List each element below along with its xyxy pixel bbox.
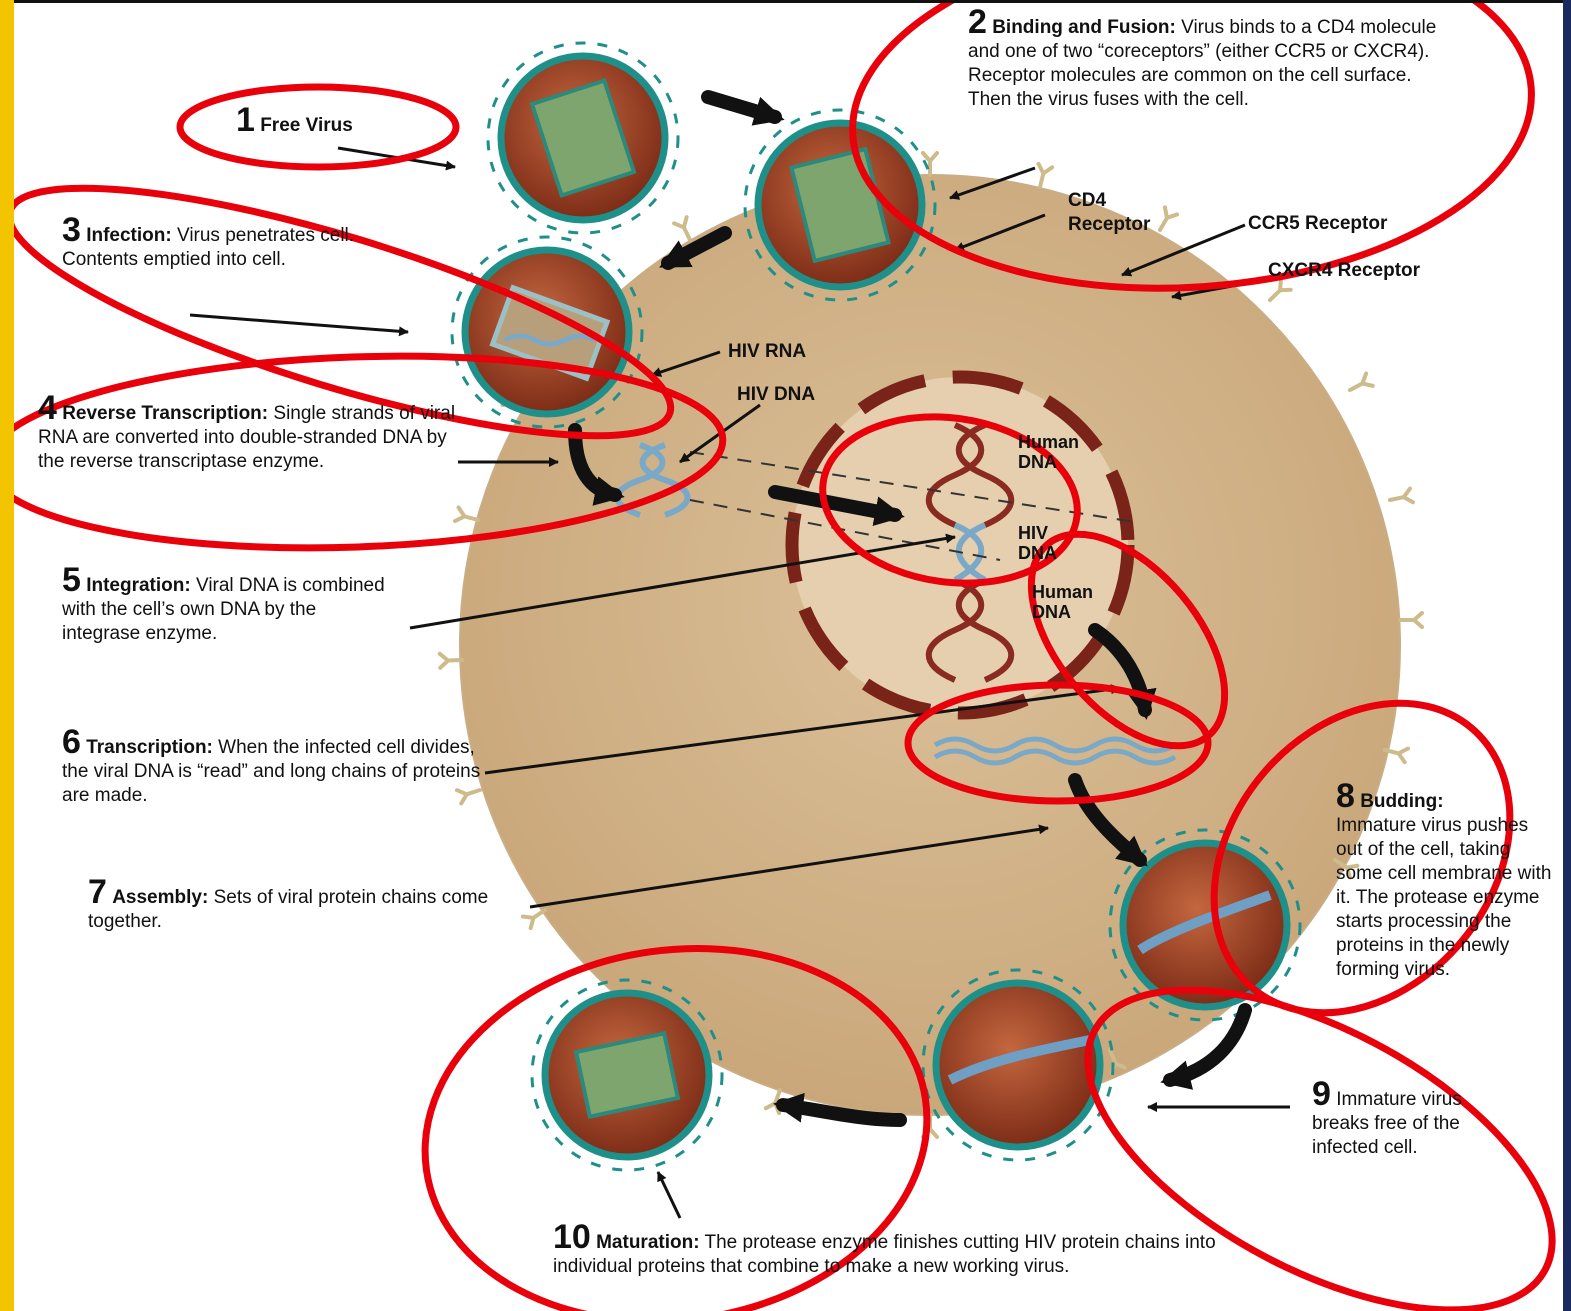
step-number: 6: [62, 723, 81, 761]
label-cd4-line1: CD4: [1068, 190, 1107, 211]
step-title: Infection:: [86, 225, 172, 246]
step-title: Budding:: [1360, 791, 1444, 812]
step-10: 10 Maturation: The protease enzyme finis…: [553, 1220, 1258, 1279]
label-cd4-receptor: CD4 Receptor: [1068, 190, 1150, 235]
step-text: Virus binds to a CD4 molecule and one of…: [968, 17, 1437, 110]
step-title: Maturation:: [596, 1232, 700, 1253]
step-7: 7 Assembly: Sets of viral protein chains…: [88, 875, 518, 934]
step-5: 5 Integration: Viral DNA is combined wit…: [62, 563, 392, 646]
step-title: Free Virus: [260, 115, 353, 136]
label-human-dna-bottom: Human DNA: [1032, 582, 1093, 622]
left-accent-bar: [0, 0, 14, 1311]
projection-lines: [689, 451, 1136, 561]
step-text: When the infected cell divides, the vira…: [62, 737, 481, 806]
label-human-dna-bottom-1: Human: [1032, 582, 1094, 602]
label-hiv-dna: HIV DNA: [737, 384, 816, 405]
label-cxcr4-receptor: CXCR4 Receptor: [1268, 260, 1421, 281]
virus-2: [743, 108, 937, 302]
step-text: Virus penetrates cell. Contents emptied …: [62, 225, 355, 270]
step-number: 3: [62, 211, 81, 249]
step-3: 3 Infection: Virus penetrates cell. Cont…: [62, 213, 382, 272]
virus-10: [530, 978, 724, 1172]
step-title: Transcription:: [86, 737, 213, 758]
label-hiv-dna-nucleus: HIV DNA: [1018, 523, 1057, 563]
pointer-arrows: [189, 146, 1290, 1219]
step-title: Binding and Fusion:: [992, 17, 1176, 38]
step-text: The protease enzyme finishes cutting HIV…: [553, 1232, 1216, 1277]
step-2: 2 Binding and Fusion: Virus binds to a C…: [968, 5, 1448, 112]
step-number: 1: [236, 101, 255, 139]
step-number: 7: [88, 873, 107, 911]
label-human-dna-top-2: DNA: [1018, 452, 1057, 472]
step-number: 9: [1312, 1075, 1331, 1113]
step-title: Reverse Transcription:: [62, 403, 269, 424]
top-border: [0, 0, 1571, 3]
step-4: 4 Reverse Transcription: Single strands …: [38, 391, 463, 474]
virus-1: [486, 41, 680, 235]
label-human-dna-top: Human DNA: [1018, 432, 1079, 472]
step-text: Immature virus pushes out of the cell, t…: [1336, 815, 1552, 980]
step-1: 1 Free Virus: [236, 103, 353, 138]
step-8: 8 Budding: Immature virus pushes out of …: [1336, 779, 1558, 982]
step-title: Integration:: [86, 575, 191, 596]
viral-rna-strands: [933, 736, 1177, 766]
step-text: Viral DNA is combined with the cell’s ow…: [62, 575, 385, 644]
step-number: 4: [38, 389, 57, 427]
label-hiv-dna-nucleus-1: HIV: [1018, 523, 1049, 543]
label-hiv-dna-nucleus-2: DNA: [1018, 543, 1057, 563]
step-text: virus breaks free of the infected cell.: [1312, 1089, 1462, 1158]
step-text: Single strands of viral RNA are converte…: [38, 403, 456, 472]
step-title: Assembly:: [112, 887, 209, 908]
label-ccr5-receptor: CCR5 Receptor: [1248, 213, 1388, 234]
step-number: 5: [62, 561, 81, 599]
label-human-dna-bottom-2: DNA: [1032, 602, 1071, 622]
process-arrows: [568, 90, 1252, 1127]
label-human-dna-top-1: Human: [1018, 432, 1080, 452]
human-dna-helix: [925, 422, 1015, 683]
right-edge-bar: [1563, 0, 1571, 1311]
step-number: 2: [968, 3, 987, 41]
virus-3: [450, 235, 644, 429]
step-9: 9 Immature virus breaks free of the infe…: [1312, 1077, 1482, 1160]
step-title: Immature: [1336, 1089, 1417, 1110]
label-hiv-rna: HIV RNA: [728, 341, 807, 362]
virus-9: [921, 968, 1115, 1162]
step-number: 10: [553, 1218, 591, 1256]
label-cd4-line2: Receptor: [1068, 214, 1151, 235]
step-text: Sets of viral protein chains come togeth…: [88, 887, 489, 932]
step-number: 8: [1336, 777, 1355, 815]
step-6: 6 Transcription: When the infected cell …: [62, 725, 482, 808]
virus-8: [1108, 828, 1302, 1022]
